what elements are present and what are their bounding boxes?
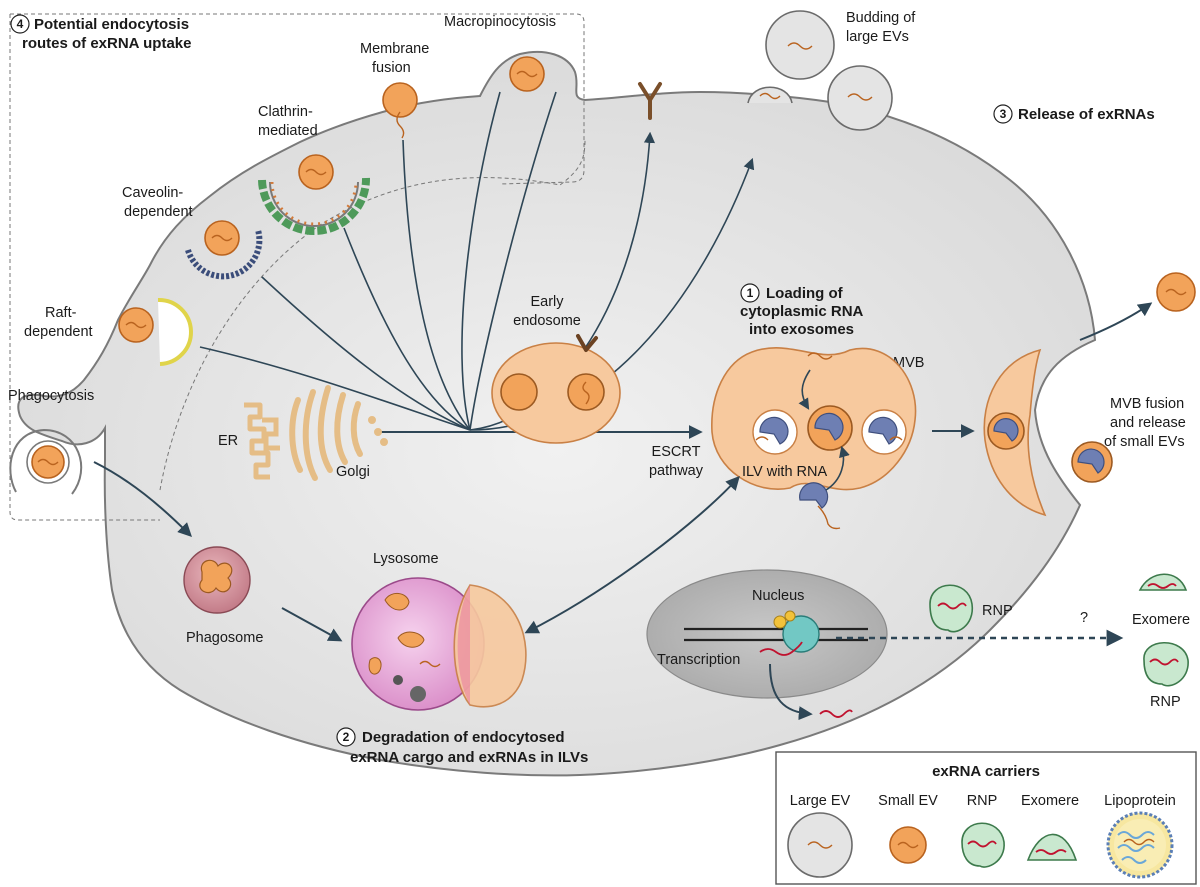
mvb-fusion [983,348,1047,517]
label-caveolin-1: Caveolin- [122,185,183,201]
golgi-structure [289,385,388,481]
label-phagocytosis: Phagocytosis [8,388,94,404]
transcription-export-arrow [769,663,813,721]
route-title-line2: routes of exRNA uptake [22,35,191,52]
label-rnp-right: RNP [1150,694,1181,710]
label-ilv: ILV with RNA [742,464,827,480]
loading-title-1: Loading of [766,285,844,302]
degradation-title-2: exRNA cargo and exRNAs in ILVs [350,749,588,766]
route-number: 4 [17,17,24,31]
clathrin-pit [258,154,371,235]
large-ev-free [765,10,835,80]
label-clathrin-1: Clathrin- [258,104,313,120]
label-clathrin-2: mediated [258,123,318,139]
route-title-line1: Potential endocytosis [34,16,189,33]
receptor-icon [638,82,662,120]
release-title: Release of exRNAs [1018,106,1155,123]
exomere-released [1138,573,1188,591]
legend-item-exomere: Exomere [1021,793,1079,809]
release-arrow [1079,302,1153,341]
label-mvb-fusion-2: and release [1110,415,1186,431]
route-box [9,13,585,521]
label-escrt-1: ESCRT [652,444,701,460]
label-early-endosome-1: Early [530,294,564,310]
legend-lipoprotein-icon [1106,811,1174,879]
label-raft-1: Raft- [45,305,77,321]
rnp-released [1143,641,1189,687]
legend-item-lipoprotein: Lipoprotein [1104,793,1176,809]
phagocytosis-cup [9,428,83,495]
label-caveolin-2: dependent [124,204,193,220]
label-mvb-fusion-1: MVB fusion [1110,396,1184,412]
legend-exomere-icon [1026,833,1078,861]
label-early-endosome-2: endosome [513,313,581,329]
phagocytosis-arrow [93,461,192,537]
early-endosome [491,334,621,444]
legend-title: exRNA carriers [932,763,1040,780]
exported-rna [819,709,853,718]
label-er: ER [218,433,238,449]
label-lysosome: Lysosome [373,551,439,567]
raft-pit [118,297,193,366]
loading-title-3: into exosomes [749,321,854,338]
lysosome [351,577,527,711]
large-ev-budding [827,65,893,131]
phagosome [183,546,251,614]
label-budding-1: Budding of [846,10,916,26]
mvb [711,347,917,530]
degradation-number: 2 [343,730,350,744]
label-raft-2: dependent [24,324,93,340]
degradation-title-1: Degradation of endocytosed [362,729,565,746]
legend-item-large-ev: Large EV [790,793,851,809]
legend-small-ev-icon [889,826,927,864]
legend-item-rnp: RNP [967,793,998,809]
label-nucleus: Nucleus [752,588,804,604]
label-macropinocytosis: Macropinocytosis [444,14,556,30]
label-rnp: RNP [982,603,1013,619]
legend-rnp-icon [961,822,1005,868]
label-mvb-fusion-3: of small EVs [1104,434,1185,450]
label-escrt-2: pathway [649,463,704,479]
caveolin-pit [185,220,263,280]
nucleus [646,569,888,699]
small-ev-released-1 [1071,441,1113,483]
loading-number: 1 [747,286,754,300]
small-ev-released-2 [1156,272,1196,312]
label-golgi: Golgi [336,464,370,480]
ilv-to-lysosome-arrow [524,475,740,634]
label-budding-2: large EVs [846,29,909,45]
macropinocytosis-vesicle [509,56,545,92]
legend-large-ev-icon [787,812,853,878]
label-transcription: Transcription [657,652,740,668]
label-membrane-fusion-2: fusion [372,60,411,76]
rnp-cytoplasm [929,584,973,633]
er-structure [244,402,280,480]
loading-title-2: cytoplasmic RNA [740,303,864,320]
label-membrane-fusion-1: Membrane [360,41,429,57]
label-phagosome: Phagosome [186,630,263,646]
label-exomere: Exomere [1132,612,1190,628]
legend-box: exRNA carriers Large EV Small EV RNP Exo… [775,751,1197,885]
legend-item-small-ev: Small EV [878,793,938,809]
bud-small [747,86,793,104]
membrane-fusion-vesicle [382,82,418,139]
phagosome-to-lysosome-arrow [281,607,343,642]
release-number: 3 [1000,107,1007,121]
label-question: ? [1080,610,1088,626]
